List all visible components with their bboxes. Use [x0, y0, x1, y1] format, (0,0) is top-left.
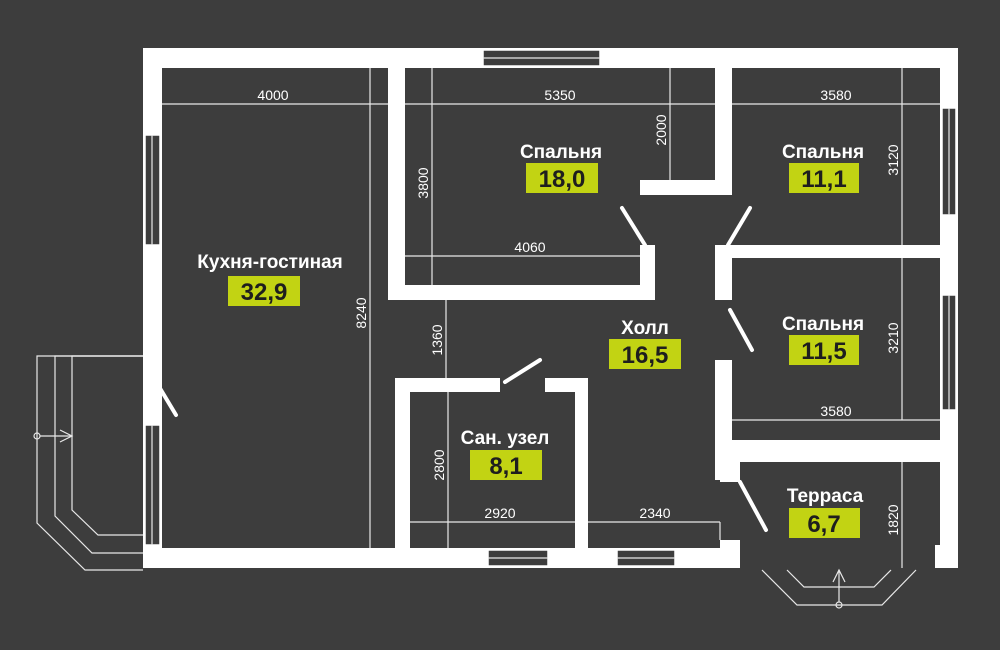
- room-area: 11,5: [801, 338, 846, 365]
- room-name: Кухня-гостиная: [197, 252, 343, 273]
- dim-bedroom1-bottom: 4060: [514, 239, 545, 255]
- room-name: Спальня: [520, 142, 602, 163]
- dimension-labels: 4000 5350 3580 2000 3800 4060 3120 8240 …: [257, 87, 901, 536]
- room-name: Сан. узел: [461, 428, 550, 449]
- room-name: Холл: [621, 318, 669, 339]
- dim-bedroom2-width: 3580: [820, 87, 851, 103]
- dim-bedroom3-depth: 3210: [885, 322, 901, 353]
- room-area: 16,5: [622, 342, 669, 369]
- dim-bedroom3-width: 3580: [820, 403, 851, 419]
- room-name: Терраса: [787, 486, 864, 507]
- room-name: Спальня: [782, 142, 864, 163]
- room-kitchen-living: Кухня-гостиная 32,9: [197, 252, 343, 306]
- dim-terrace-depth: 1820: [885, 504, 901, 535]
- room-area: 8,1: [489, 453, 522, 480]
- room-terrace: Терраса 6,7: [787, 486, 864, 538]
- room-bathroom: Сан. узел 8,1: [461, 428, 550, 480]
- room-bedroom-1: Спальня 18,0: [520, 142, 602, 193]
- porch-steps-left: [33, 355, 143, 571]
- room-area: 11,1: [801, 166, 846, 193]
- room-name: Спальня: [782, 314, 864, 335]
- porch-steps-terrace: [761, 568, 917, 609]
- room-bedroom-2: Спальня 11,1: [782, 142, 864, 193]
- dim-kitchen-width: 4000: [257, 87, 288, 103]
- dim-bedroom2-depth: 3120: [885, 144, 901, 175]
- dim-hall-gap: 1360: [429, 324, 445, 355]
- dimension-lines: [162, 68, 940, 568]
- dim-bath-width: 2920: [484, 505, 515, 521]
- room-hall: Холл 16,5: [609, 318, 681, 369]
- dim-bedroom1-depth: 3800: [415, 167, 431, 198]
- room-area: 18,0: [539, 166, 586, 193]
- dim-bath-depth: 2800: [431, 449, 447, 480]
- dim-bedroom1-width: 5350: [544, 87, 575, 103]
- doors: [150, 206, 768, 532]
- room-area: 6,7: [807, 511, 840, 538]
- windows: [144, 49, 957, 567]
- dim-kitchen-depth: 8240: [353, 297, 369, 328]
- room-bedroom-3: Спальня 11,5: [782, 314, 864, 365]
- dim-hall-width: 2340: [639, 505, 670, 521]
- room-area: 32,9: [241, 279, 288, 306]
- dim-closet: 2000: [653, 114, 669, 145]
